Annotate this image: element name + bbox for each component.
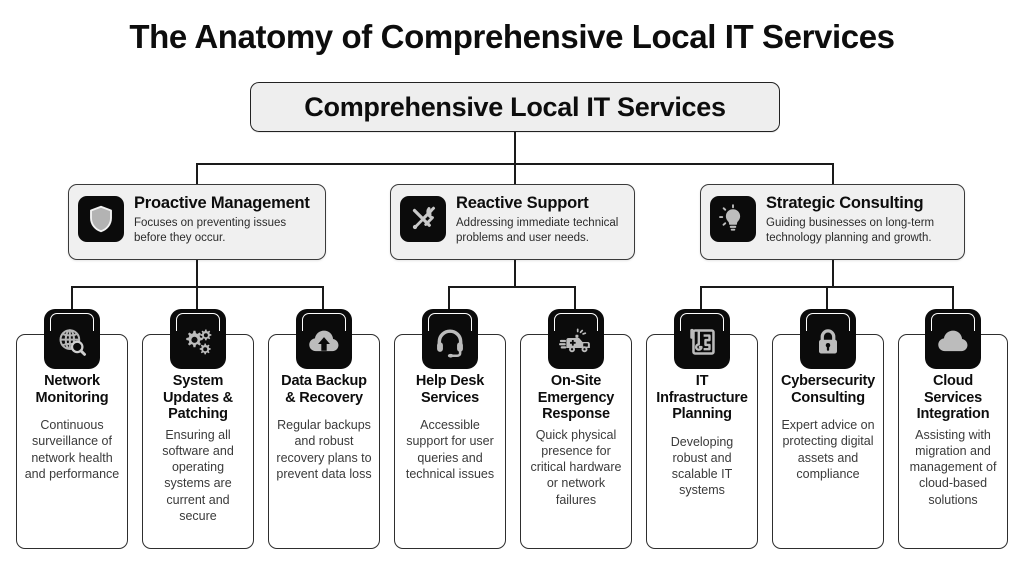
leaf-desc: Assisting with migration and management … [909,427,997,507]
blueprint-icon [674,309,730,369]
leaf-desc: Continuous surveillance of network healt… [24,418,120,481]
branch-title: Reactive Support [456,194,589,212]
leaf-title: Help Desk Services [415,373,485,406]
page-title: The Anatomy of Comprehensive Local IT Se… [129,18,895,55]
connector-leaf-drop-7 [826,286,828,316]
leaf-title: Cloud Services Integration [916,373,990,423]
branch-desc: Focuses on preventing issues before they… [134,216,287,244]
lightbulb-icon [710,196,756,242]
connector-branch-drop-1 [196,163,198,185]
branch-node-strategic-consulting[interactable]: Strategic Consulting Guiding businesses … [700,184,965,260]
root-node-label: Comprehensive Local IT Services [304,91,726,122]
leaf-title: System Updates & Patching [163,373,233,423]
headset-icon [422,309,478,369]
connector-leaf-drop-4 [448,286,450,316]
connector-leaf-drop-2 [196,286,198,316]
connector-group3-drop [832,260,834,287]
connector-leaf-drop-3 [322,286,324,316]
branch-title: Strategic Consulting [766,194,924,212]
leaf-title: Cybersecurity Consulting [780,373,876,406]
leaf-card-system-updates-patching[interactable]: System Updates & Patching Ensuring all s… [142,309,254,549]
cloud-upload-icon [296,309,352,369]
leaf-card-data-backup-recovery[interactable]: Data Backup & Recovery Regular backups a… [268,309,380,549]
connector-group2-drop [514,260,516,287]
leaf-card-onsite-emergency-response[interactable]: On-Site Emergency Response Quick physica… [520,309,632,549]
connector-branch-drop-2 [514,163,516,185]
shield-icon [78,196,124,242]
leaf-desc: Quick physical presence for critical har… [530,427,622,507]
leaf-card-cybersecurity-consulting[interactable]: Cybersecurity Consulting Expert advice o… [772,309,884,549]
connector-leaf-drop-5 [574,286,576,316]
gears-icon [170,309,226,369]
branch-title: Proactive Management [134,194,310,212]
leaf-desc: Developing robust and scalable IT system… [670,434,734,498]
leaf-desc: Ensuring all software and operating syst… [162,427,234,523]
connector-group1-drop [196,260,198,287]
leaf-title: Data Backup & Recovery [281,373,367,406]
connector-leaf-drop-6 [700,286,702,316]
connector-leaf-drop-8 [952,286,954,316]
leaf-desc: Regular backups and robust recovery plan… [276,418,372,481]
tools-icon [400,196,446,242]
cloud-icon [925,309,981,369]
ambulance-icon [548,309,604,369]
leaf-desc: Accessible support for user queries and … [405,418,495,481]
branch-node-proactive-management[interactable]: Proactive Management Focuses on preventi… [68,184,326,260]
leaf-card-cloud-services-integration[interactable]: Cloud Services Integration Assisting wit… [898,309,1008,549]
leaf-title: Network Monitoring [35,373,109,406]
lock-icon [800,309,856,369]
leaf-title: On-Site Emergency Response [537,373,615,423]
leaf-title: IT Infrastructure Planning [656,373,748,423]
globe-search-icon [44,309,100,369]
connector-root-drop [514,132,516,164]
branch-desc: Addressing immediate technical problems … [456,216,619,244]
leaf-card-network-monitoring[interactable]: Network Monitoring Continuous surveillan… [16,309,128,549]
connector-branch-drop-3 [832,163,834,185]
branch-node-reactive-support[interactable]: Reactive Support Addressing immediate te… [390,184,635,260]
connector-leaf-drop-1 [71,286,73,316]
connector-group2-bus [448,286,575,288]
leaf-card-it-infrastructure-planning[interactable]: IT Infrastructure Planning Developing ro… [646,309,758,549]
branch-desc: Guiding businesses on long-term technolo… [766,216,935,244]
leaf-desc: Expert advice on protecting digital asse… [781,418,875,481]
leaf-card-help-desk-services[interactable]: Help Desk Services Accessible support fo… [394,309,506,549]
root-node[interactable]: Comprehensive Local IT Services [250,82,780,132]
